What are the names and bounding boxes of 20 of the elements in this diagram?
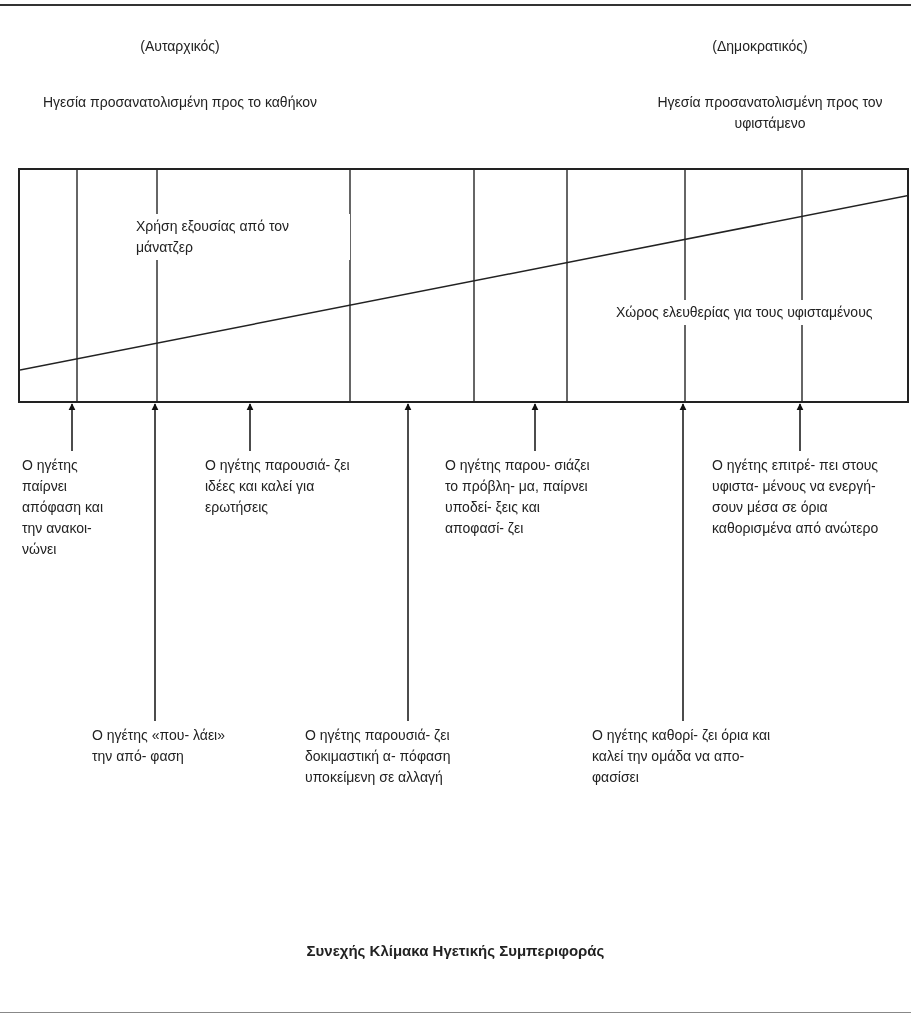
scale-box xyxy=(18,168,909,403)
arrow xyxy=(151,403,159,722)
behavior-text: Ο ηγέτης παρου- σιάζει το πρόβλη- μα, παίρνει υποδεί- ξεις και αποφασί- ζει xyxy=(445,455,595,539)
arrow xyxy=(796,403,804,452)
arrow xyxy=(679,403,687,722)
behavior-text: Ο ηγέτης παίρνει απόφαση και την ανακοι- νώνει xyxy=(22,455,104,560)
behavior-text: Ο ηγέτης παρουσιά- ζει ιδέες και καλεί για ερωτήσεις xyxy=(205,455,380,518)
arrow xyxy=(68,403,76,452)
heading-label: Ηγεσία προσανατολισμένη προς τον υφιστάμενο xyxy=(656,93,884,133)
behavior-text: Ο ηγέτης παρουσιά- ζει δοκιμαστική α- πόφαση υποκείμενη σε αλλαγή xyxy=(305,725,500,788)
behavior-text: Ο ηγέτης καθορί- ζει όρια και καλεί την ομάδα να απο- φασίσει xyxy=(592,725,777,788)
style-label: (Δημοκρατικός) xyxy=(711,37,809,56)
behavior-text: Ο ηγέτης επιτρέ- πει στους υφιστα- μένους να ενεργή- σουν μέσα σε όρια καθορισμένα από ανώτερο xyxy=(712,455,887,539)
caption: Συνεχής Κλίμακα Ηγετικής Συμπεριφοράς xyxy=(305,942,606,959)
style-label: (Αυταρχικός) xyxy=(139,37,221,56)
arrow xyxy=(246,403,254,452)
arrow xyxy=(404,403,412,722)
behavior-text: Ο ηγέτης «που- λάει» την από- φαση xyxy=(92,725,242,767)
heading-label: Ηγεσία προσανατολισμένη προς το καθήκον xyxy=(41,93,319,112)
arrow xyxy=(531,403,539,452)
